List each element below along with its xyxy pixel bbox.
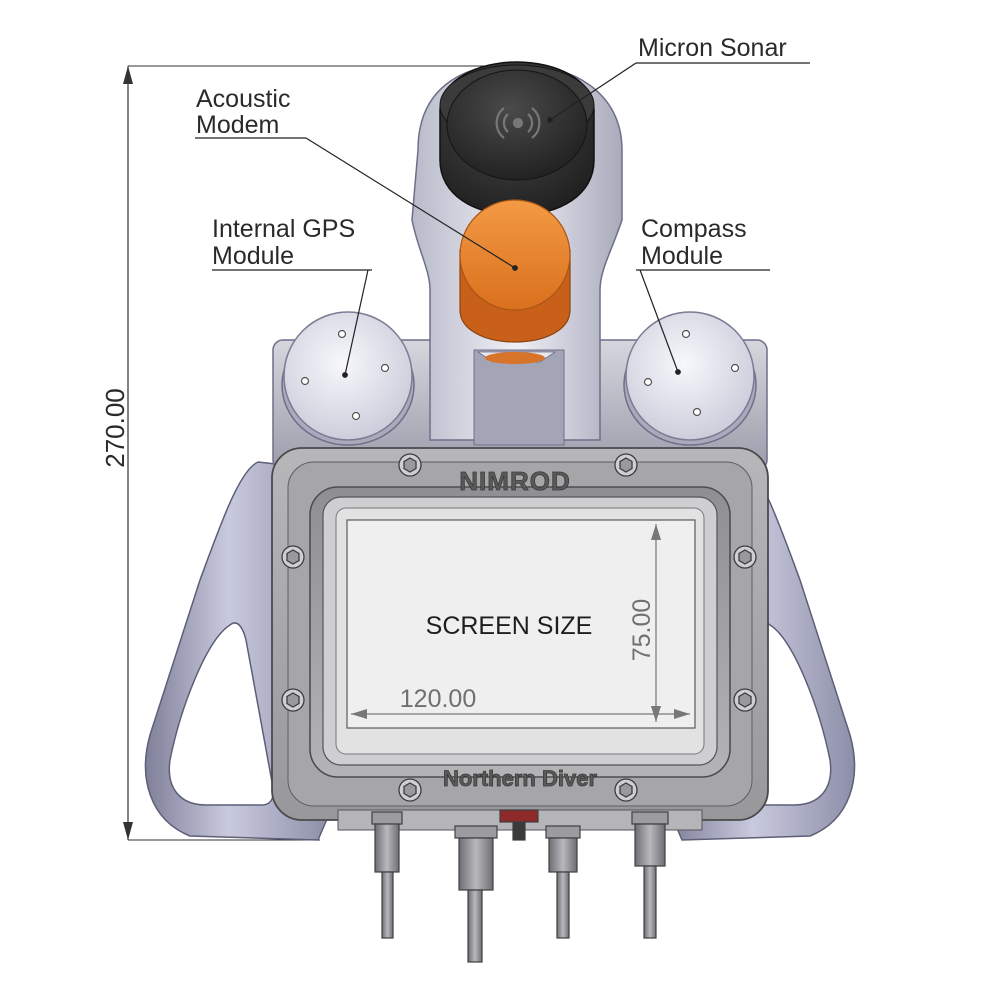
cable-connector-4	[631, 811, 669, 939]
bolt	[614, 453, 638, 477]
bolt	[281, 545, 305, 569]
cable-connector-3	[545, 825, 581, 939]
cable-connector-2	[454, 825, 498, 963]
acoustic-modem-label-line2: Modem	[196, 111, 279, 139]
micron-sonar-label: Micron Sonar	[638, 34, 787, 62]
screen-width-label: 120.00	[400, 685, 476, 713]
housing-bolts	[281, 453, 757, 802]
height-dimension: 270.00	[100, 65, 505, 841]
bolt	[614, 778, 638, 802]
sonar-logo-icon	[495, 107, 541, 139]
gps-label-line2: Module	[212, 242, 294, 270]
screen-width-dimension: 120.00	[351, 685, 690, 719]
bolt	[398, 453, 422, 477]
screen-area: SCREEN SIZE	[346, 519, 696, 729]
bolt	[281, 688, 305, 712]
status-led	[499, 809, 539, 841]
compass-module	[623, 311, 757, 446]
bolt	[733, 688, 757, 712]
screen-size-label: SCREEN SIZE	[426, 612, 593, 640]
brand-nimrod: NIMROD	[459, 466, 570, 496]
cable-connectors	[371, 809, 669, 963]
height-dimension-label: 270.00	[100, 388, 130, 468]
screen-height-dimension: 75.00	[628, 524, 661, 722]
brand-northern-diver: Northern Diver	[443, 766, 597, 791]
callout-leaders	[195, 62, 810, 378]
compass-label-line2: Module	[641, 242, 723, 270]
micron-sonar	[439, 61, 595, 216]
acoustic-modem	[459, 199, 571, 364]
screen-height-label: 75.00	[628, 599, 656, 662]
internal-gps-module	[281, 311, 415, 446]
bolt	[398, 778, 422, 802]
cable-connector-1	[371, 811, 403, 939]
compass-label-line1: Compass	[641, 215, 747, 243]
gps-label-line1: Internal GPS	[212, 215, 355, 243]
acoustic-modem-label-line1: Acoustic	[196, 85, 290, 113]
bolt	[733, 545, 757, 569]
